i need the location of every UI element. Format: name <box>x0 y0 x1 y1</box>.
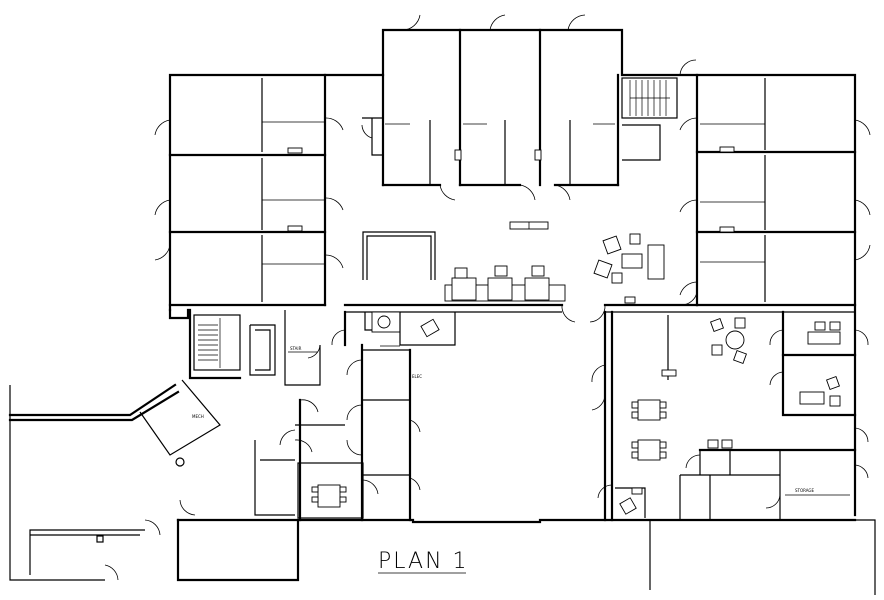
lower-left-core: STAIR MECH <box>104 308 379 581</box>
exterior-walls <box>8 28 876 595</box>
top-right-stair <box>621 59 697 161</box>
plan-title: PLAN 1 <box>378 549 469 574</box>
right-office-wing <box>679 73 871 307</box>
plan-title-group: PLAN 1 <box>378 549 469 574</box>
room-label-storage: STORAGE <box>795 488 815 493</box>
room-label-mech: MECH <box>192 414 204 419</box>
room-label-elec: ELEC <box>412 374 422 379</box>
room-label-stair: STAIR <box>290 346 302 351</box>
lower-right-wing: STORAGE <box>591 310 869 522</box>
left-office-wing <box>154 73 344 307</box>
top-center-offices <box>361 14 620 201</box>
center-lower-rooms: ELEC <box>331 310 456 522</box>
central-lobby <box>343 221 855 323</box>
